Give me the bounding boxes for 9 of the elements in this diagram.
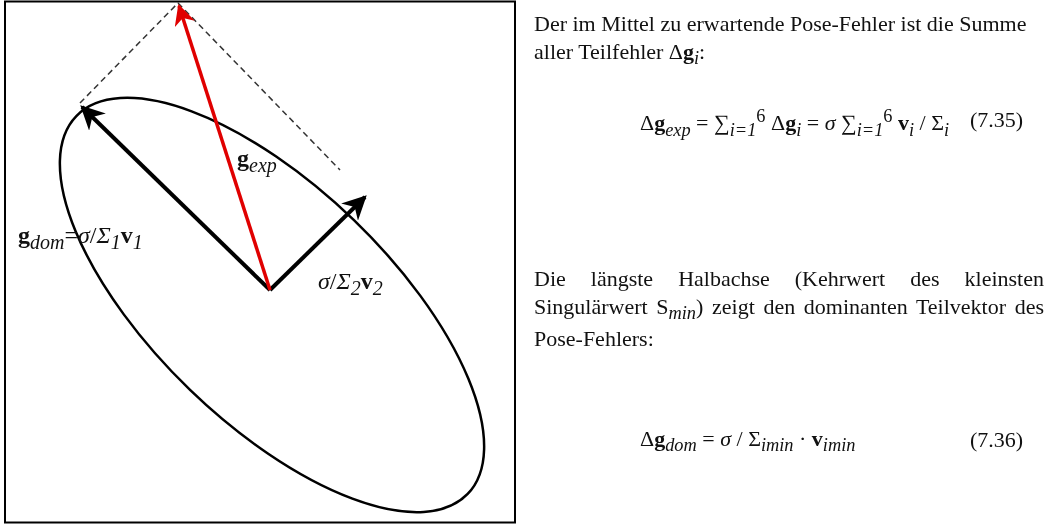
paragraph: Die längste Halbachse (Kehrwert des kleinsten Singulärwert S$_{min}$) zeigt den dominanten Teilvektor des Pose-Fehlers: (534, 265, 1044, 353)
equation: Δg$_{exp}$ = ∑$_{i=1}$$^{6}$ Δg$_{i}$ = σ ∑$_{i=1}$$^{6}$ v$_{i}$ / Σ$_{i}$ (640, 105, 951, 142)
vector-label: g$_{exp}$ (237, 144, 278, 178)
vector-label: σ/Σ$_{2}$v$_{2}$ (318, 267, 384, 301)
equation: Δg$_{dom}$ = σ / Σ$_{imin}$ · v$_{imin}$ (640, 425, 857, 458)
equation-number: (7.36) (970, 426, 1025, 454)
paragraph: Der im Mittel zu erwartende Pose-Fehler ist die Summe aller Teilfehler Δg$_{i}$: (534, 10, 1028, 70)
vector-label: g$_{dom}$=σ/Σ$_{1}$v$_{1}$ (18, 221, 144, 255)
equation-number: (7.35) (970, 106, 1025, 134)
